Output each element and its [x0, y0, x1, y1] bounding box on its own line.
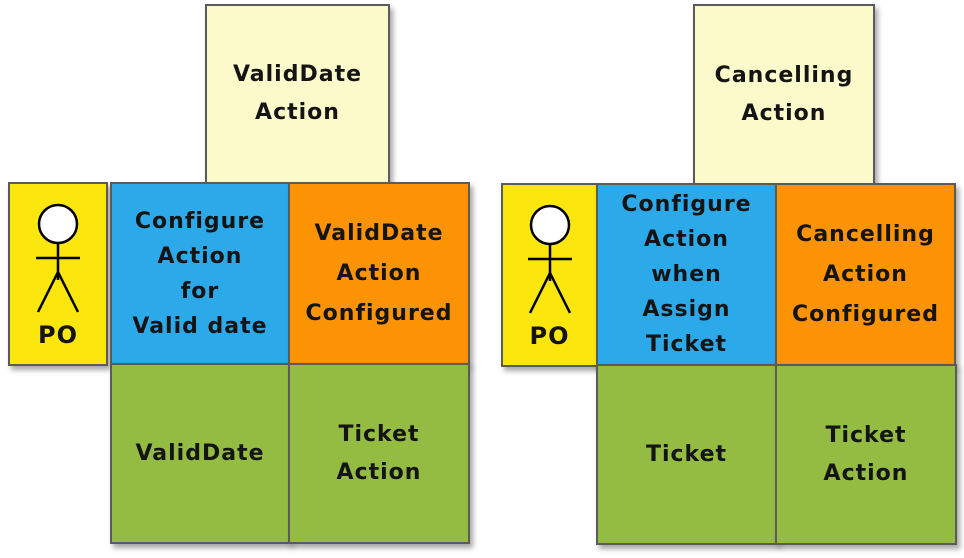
result-card-text: Action — [823, 261, 908, 287]
actor-card: PO — [501, 183, 598, 367]
result-card-text: ValidDate — [314, 220, 444, 246]
result-card-text: Configured — [792, 301, 939, 327]
entity-card-text: Ticket — [825, 422, 907, 448]
actor-label: PO — [38, 321, 78, 349]
task-card: Configure Action for Valid date — [110, 182, 290, 365]
entity-card-text: Action — [823, 460, 909, 486]
entity-card: ValidDate — [110, 363, 290, 544]
task-card-text: Configure — [134, 208, 266, 234]
goal-card-text: Action — [255, 100, 340, 125]
goal-card-text: Cancelling — [714, 62, 854, 88]
goal-card-text: ValidDate — [232, 62, 363, 87]
entity-card: Ticket — [596, 364, 777, 545]
task-card: Configure Action when Assign Ticket — [596, 183, 777, 366]
result-card-text: Cancelling — [796, 221, 935, 247]
entity-card-text: Action — [336, 459, 422, 485]
result-card-text: Configured — [305, 300, 453, 326]
task-card-text: Valid date — [132, 313, 268, 339]
actor-card: PO — [8, 182, 108, 366]
goal-card-text: Action — [741, 100, 827, 126]
goal-card: Cancelling Action — [693, 4, 875, 185]
task-card-text: for — [180, 278, 220, 304]
result-card-text: Action — [336, 260, 422, 286]
task-card-text: Configure — [621, 192, 752, 217]
task-card-text: Action — [157, 243, 243, 269]
entity-card: Ticket Action — [775, 364, 957, 545]
task-card-text: when — [651, 262, 722, 287]
person-stick-figure-icon — [527, 204, 572, 314]
result-card: ValidDate Action Configured — [288, 182, 470, 365]
goal-card: ValidDate Action — [205, 4, 390, 184]
task-card-text: Action — [644, 227, 729, 252]
task-card-text: Ticket — [645, 332, 728, 357]
entity-card: Ticket Action — [288, 363, 470, 544]
actor-label: PO — [529, 322, 570, 350]
entity-card-text: ValidDate — [135, 440, 265, 466]
task-card-text: Assign — [642, 297, 731, 322]
result-card: Cancelling Action Configured — [775, 183, 956, 366]
entity-card-text: Ticket — [645, 441, 728, 467]
person-stick-figure-icon — [36, 203, 80, 313]
entity-card-text: Ticket — [338, 421, 420, 447]
